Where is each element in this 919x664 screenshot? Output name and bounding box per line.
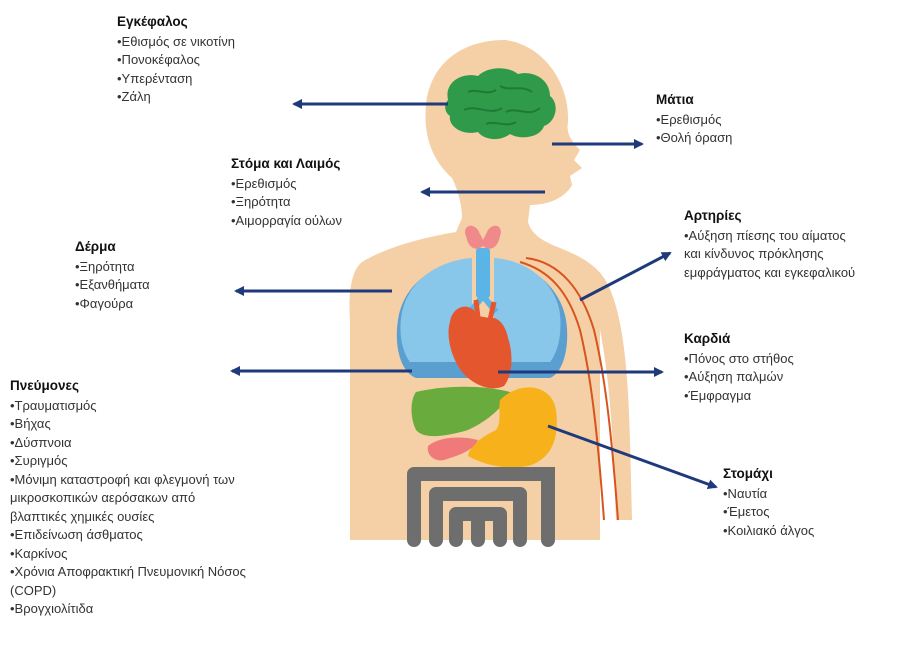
list-item: •Πονοκέφαλος <box>117 51 235 70</box>
trachea <box>476 248 490 298</box>
list-item: και κίνδυνος πρόκλησης <box>684 245 855 264</box>
list-item: •Εξανθήματα <box>75 276 150 295</box>
list-item: •Καρκίνος <box>10 545 246 564</box>
list-item: εμφράγματος και εγκεφαλικού <box>684 264 855 283</box>
group-title: Πνεύμονες <box>10 377 246 396</box>
list-item: •Εθισμός σε νικοτίνη <box>117 33 235 52</box>
group-heart: Καρδιά •Πόνος στο στήθος •Αύξηση παλμών … <box>684 330 794 405</box>
group-title: Στόμα και Λαιμός <box>231 155 342 174</box>
list-item: •Αύξηση παλμών <box>684 368 794 387</box>
group-mouth: Στόμα και Λαιμός •Ερεθισμός •Ξηρότητα •Α… <box>231 155 342 230</box>
list-item: •Κοιλιακό άλγος <box>723 522 814 541</box>
list-item: •Έμετος <box>723 503 814 522</box>
list-item: •Ζάλη <box>117 88 235 107</box>
group-brain: Εγκέφαλος •Εθισμός σε νικοτίνη •Πονοκέφα… <box>117 13 235 107</box>
list-item: •Πόνος στο στήθος <box>684 350 794 369</box>
list-item: •Βήχας <box>10 415 246 434</box>
group-title: Μάτια <box>656 91 732 110</box>
group-arteries: Αρτηρίες •Αύξηση πίεσης του αίματος και … <box>684 207 855 282</box>
list-item: •Έμφραγμα <box>684 387 794 406</box>
list-item: •Συριγμός <box>10 452 246 471</box>
group-title: Στομάχι <box>723 465 814 484</box>
group-skin: Δέρμα •Ξηρότητα •Εξανθήματα •Φαγούρα <box>75 238 150 313</box>
list-item: •Αύξηση πίεσης του αίματος <box>684 227 855 246</box>
list-item: •Μόνιμη καταστροφή και φλεγμονή των <box>10 471 246 490</box>
group-eyes: Μάτια •Ερεθισμός •Θολή όραση <box>656 91 732 148</box>
brain-organ <box>445 68 555 139</box>
list-item: •Θολή όραση <box>656 129 732 148</box>
list-item: •Ερεθισμός <box>656 111 732 130</box>
list-item: βλαπτικές χημικές ουσίες <box>10 508 246 527</box>
list-item: •Ναυτία <box>723 485 814 504</box>
list-item: •Αιμορραγία ούλων <box>231 212 342 231</box>
list-item: •Ερεθισμός <box>231 175 342 194</box>
list-item: (COPD) <box>10 582 246 601</box>
group-lungs: Πνεύμονες •Τραυματισμός •Βήχας •Δύσπνοια… <box>10 377 246 619</box>
list-item: •Χρόνια Αποφρακτική Πνευμονική Νόσος <box>10 563 246 582</box>
list-item: •Βρογχιολίτιδα <box>10 600 246 619</box>
list-item: •Ξηρότητα <box>231 193 342 212</box>
group-title: Δέρμα <box>75 238 150 257</box>
group-title: Αρτηρίες <box>684 207 855 226</box>
list-item: •Επιδείνωση άσθματος <box>10 526 246 545</box>
list-item: •Υπερένταση <box>117 70 235 89</box>
group-title: Εγκέφαλος <box>117 13 235 32</box>
list-item: •Ξηρότητα <box>75 258 150 277</box>
list-item: μικροσκοπικών αερόσακων από <box>10 489 246 508</box>
list-item: •Τραυματισμός <box>10 397 246 416</box>
list-item: •Δύσπνοια <box>10 434 246 453</box>
group-stomach: Στομάχι •Ναυτία •Έμετος •Κοιλιακό άλγος <box>723 465 814 540</box>
list-item: •Φαγούρα <box>75 295 150 314</box>
group-title: Καρδιά <box>684 330 794 349</box>
